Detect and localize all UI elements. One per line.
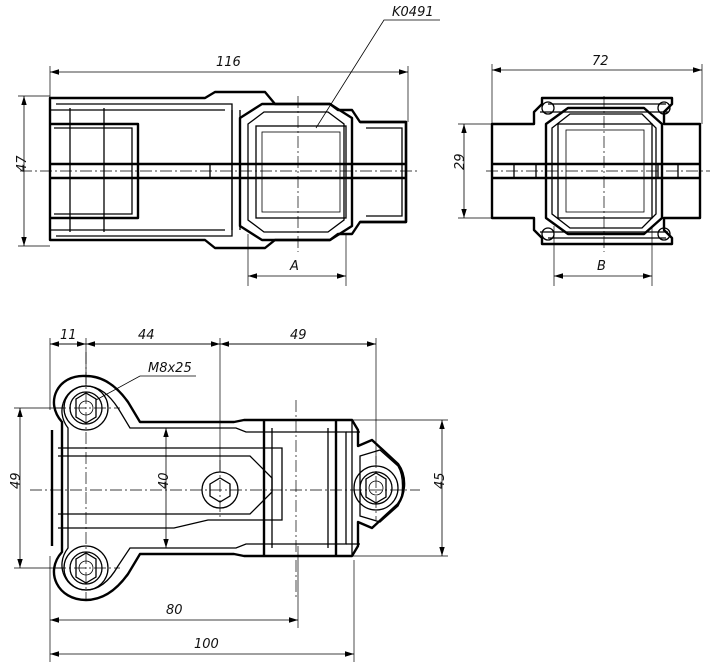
bottom-view: 11 44 49 M8x25 49 40 45 80 100 bbox=[9, 328, 448, 662]
part-number-label: K0491 bbox=[392, 5, 434, 20]
dim-45: 45 bbox=[433, 472, 448, 489]
dim-100: 100 bbox=[194, 637, 219, 652]
thread-spec-label: M8x25 bbox=[148, 361, 192, 376]
dim-72: 72 bbox=[592, 54, 609, 69]
dim-29: 29 bbox=[453, 153, 468, 170]
top-view-side: 116 47 A K0491 bbox=[15, 5, 440, 286]
dim-49-left: 49 bbox=[9, 472, 24, 489]
dim-11: 11 bbox=[60, 328, 77, 343]
dim-49-top: 49 bbox=[290, 328, 307, 343]
dim-44: 44 bbox=[138, 328, 155, 343]
dim-b: B bbox=[597, 259, 606, 274]
dim-a: A bbox=[289, 259, 299, 274]
dim-80: 80 bbox=[166, 603, 183, 618]
dim-47: 47 bbox=[15, 155, 30, 172]
dim-116: 116 bbox=[216, 55, 241, 70]
top-view-front: 72 29 B bbox=[453, 54, 710, 286]
dim-40: 40 bbox=[157, 472, 172, 489]
